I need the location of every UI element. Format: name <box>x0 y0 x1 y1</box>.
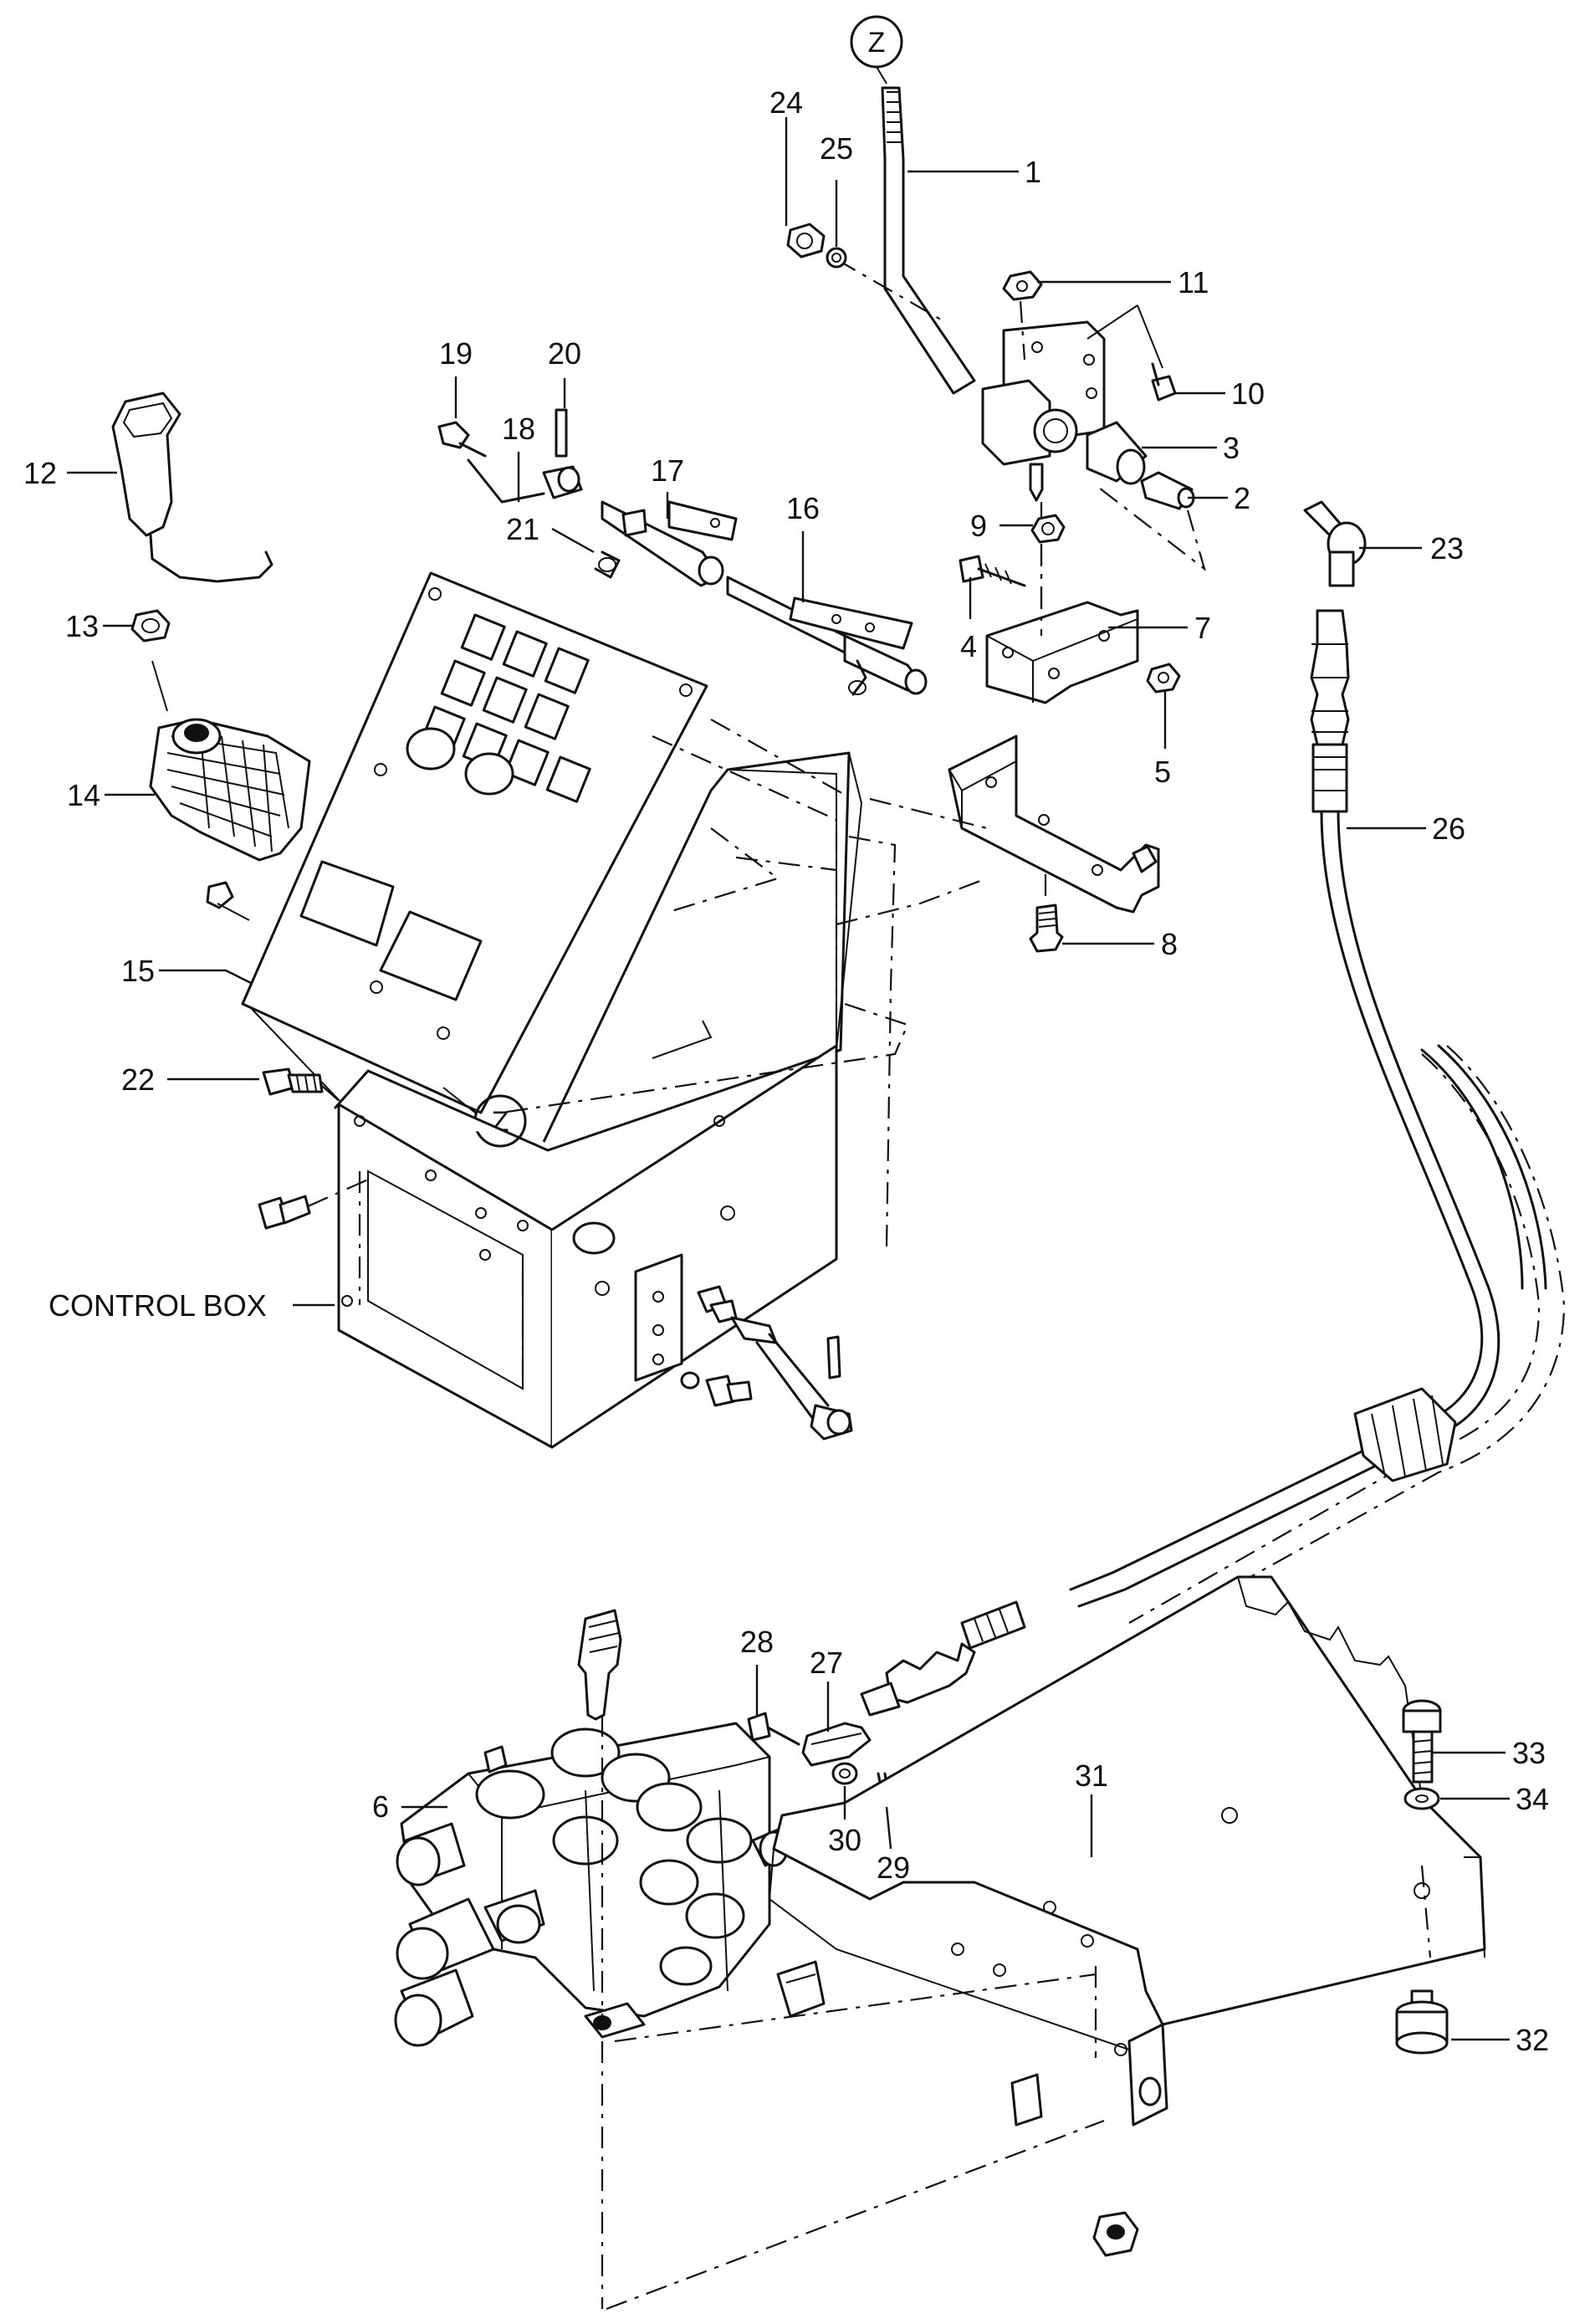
callout-31: 31 <box>1075 1758 1108 1793</box>
bolt-22-lower <box>258 1178 369 1230</box>
callout-16: 16 <box>786 491 820 525</box>
switch-window-grid <box>420 613 591 803</box>
callout-24: 24 <box>769 85 803 120</box>
rubber-boot-14 <box>149 660 311 862</box>
callout-18: 18 <box>502 412 535 446</box>
callout-7: 7 <box>1194 611 1211 645</box>
nut-and-washer-24-25 <box>786 223 847 269</box>
callout-4: 4 <box>960 629 977 663</box>
callout-1: 1 <box>1025 155 1041 189</box>
instrument-panel-15 <box>206 571 708 1114</box>
bolt-22-upper <box>262 1067 344 1105</box>
clip-21 <box>594 550 621 579</box>
bracket-7-assembly <box>959 514 1181 704</box>
callout-8: 8 <box>1161 927 1178 961</box>
clevis-27 <box>801 1722 872 1767</box>
callout-3: 3 <box>1223 431 1240 465</box>
control-box <box>333 719 988 1449</box>
callout-25: 25 <box>820 131 853 166</box>
nut-13 <box>130 609 171 642</box>
pin-28 <box>747 1712 800 1746</box>
elbow-fitting-23 <box>1303 500 1367 587</box>
lever-knob-12 <box>111 392 274 583</box>
callout-13: 13 <box>65 609 99 643</box>
frame-bracket-8 <box>948 735 1160 953</box>
callout-34: 34 <box>1516 1782 1549 1816</box>
callout-30: 30 <box>828 1823 861 1857</box>
callout-19: 19 <box>439 336 473 371</box>
callout-17: 17 <box>651 453 684 488</box>
control-cable-26 <box>860 609 1566 1717</box>
view-marker-text: Z <box>868 27 886 59</box>
washer-34 <box>1403 1787 1440 1810</box>
bolt-33 <box>1402 1699 1442 1784</box>
callout-33: 33 <box>1512 1736 1546 1770</box>
pin-20 <box>555 408 568 458</box>
callout-29: 29 <box>877 1850 910 1885</box>
callout-28: 28 <box>740 1625 774 1659</box>
callout-21: 21 <box>506 512 539 546</box>
callout-labels: 1 2 3 4 5 6 7 8 9 10 11 12 13 14 15 16 1… <box>23 85 1549 2057</box>
callout-11: 11 <box>1178 265 1209 299</box>
callout-26: 26 <box>1432 811 1465 846</box>
callout-14: 14 <box>67 778 100 812</box>
control-valve-6 <box>394 1609 792 2309</box>
callout-5: 5 <box>1154 755 1171 789</box>
rubber-mount-32 <box>1395 1989 1449 2055</box>
view-marker-top: Z <box>850 15 903 84</box>
callout-23: 23 <box>1430 531 1464 566</box>
callout-20: 20 <box>548 336 581 371</box>
callout-22: 22 <box>121 1062 155 1097</box>
shaft-16 <box>726 576 928 696</box>
washer-30 <box>831 1762 858 1785</box>
callout-32: 32 <box>1516 2023 1549 2057</box>
callout-9: 9 <box>970 509 987 543</box>
pin-19 <box>437 421 487 458</box>
callout-6: 6 <box>372 1789 389 1824</box>
callout-2: 2 <box>1234 481 1250 515</box>
shaft-17 <box>601 500 738 587</box>
arm-18 <box>467 458 583 504</box>
callout-15: 15 <box>121 954 155 988</box>
callout-10: 10 <box>1231 376 1265 411</box>
control-lever-assembly: Z <box>836 15 1206 636</box>
leader-lines <box>67 117 1510 2041</box>
callout-27: 27 <box>810 1646 843 1680</box>
callout-12: 12 <box>23 456 57 490</box>
control-box-label: CONTROL BOX <box>49 1288 267 1323</box>
mounting-bracket-31 <box>606 1575 1486 2311</box>
box-side-linkage <box>634 1253 853 1441</box>
